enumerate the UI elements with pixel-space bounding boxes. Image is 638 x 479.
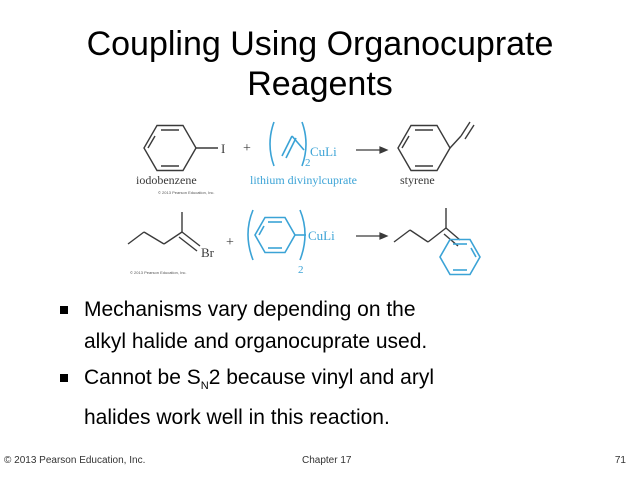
bromine-symbol: Br — [201, 245, 215, 260]
bullet-item-sn2: Cannot be SN2 because vinyl and aryl hal… — [58, 362, 598, 434]
slide-title: Coupling Using Organocuprate Reagents — [30, 24, 610, 104]
divinylcuprate-structure — [269, 121, 307, 167]
square-bullet-icon — [60, 306, 68, 314]
cuprate-formula-2: CuLi — [308, 228, 335, 243]
square-bullet-icon — [60, 374, 68, 382]
bullet-2-prefix: Cannot be S — [84, 366, 201, 389]
bullet-2-line-2: halides work well in this reaction. — [84, 406, 390, 429]
iodobenzene-structure — [143, 124, 218, 172]
cuprate-subscript-2: 2 — [298, 264, 304, 276]
cuprate-subscript-1: 2 — [305, 157, 311, 169]
small-copyright-2: © 2013 Pearson Education, Inc. — [130, 270, 187, 275]
bromoalkene-structure — [127, 212, 201, 252]
bullet-item-mechanisms: Mechanisms vary depending on the alkyl h… — [58, 294, 598, 358]
bullet-2-suffix: 2 because vinyl and aryl — [208, 366, 435, 389]
cuprate-formula-1: CuLi — [310, 144, 337, 159]
diarylcuprate-structure — [247, 209, 306, 261]
plus-sign-2: + — [226, 235, 234, 250]
bullet-1-line-1: Mechanisms vary depending on the — [84, 298, 416, 321]
styrene-structure — [397, 121, 475, 172]
styrene-label: styrene — [400, 173, 435, 187]
bullet-list: Mechanisms vary depending on the alkyl h… — [58, 294, 598, 438]
sn2-subscript: N — [200, 380, 209, 392]
iodine-symbol: I — [221, 141, 225, 156]
footer-copyright: © 2013 Pearson Education, Inc. — [4, 455, 146, 466]
reaction-scheme: I + 2 CuLi iodobenzene lithium divinylcu… — [127, 121, 481, 276]
reaction-arrow-1 — [356, 146, 389, 154]
title-line-2: Reagents — [247, 65, 393, 103]
phenylalkene-product-structure — [393, 208, 481, 276]
footer-chapter: Chapter 17 — [302, 455, 352, 466]
footer-page-number: 71 — [614, 455, 626, 466]
iodobenzene-label: iodobenzene — [136, 173, 197, 187]
title-line-1: Coupling Using Organocuprate — [86, 25, 554, 63]
plus-sign-1: + — [243, 141, 251, 156]
divinylcuprate-label: lithium divinylcuprate — [250, 173, 357, 187]
reaction-arrow-2 — [356, 232, 389, 240]
bullet-2-line-1: Cannot be SN2 because vinyl and aryl — [84, 362, 598, 402]
bullet-1-line-2: alkyl halide and organocuprate used. — [84, 330, 428, 353]
small-copyright-1: © 2013 Pearson Education, Inc. — [158, 190, 215, 195]
